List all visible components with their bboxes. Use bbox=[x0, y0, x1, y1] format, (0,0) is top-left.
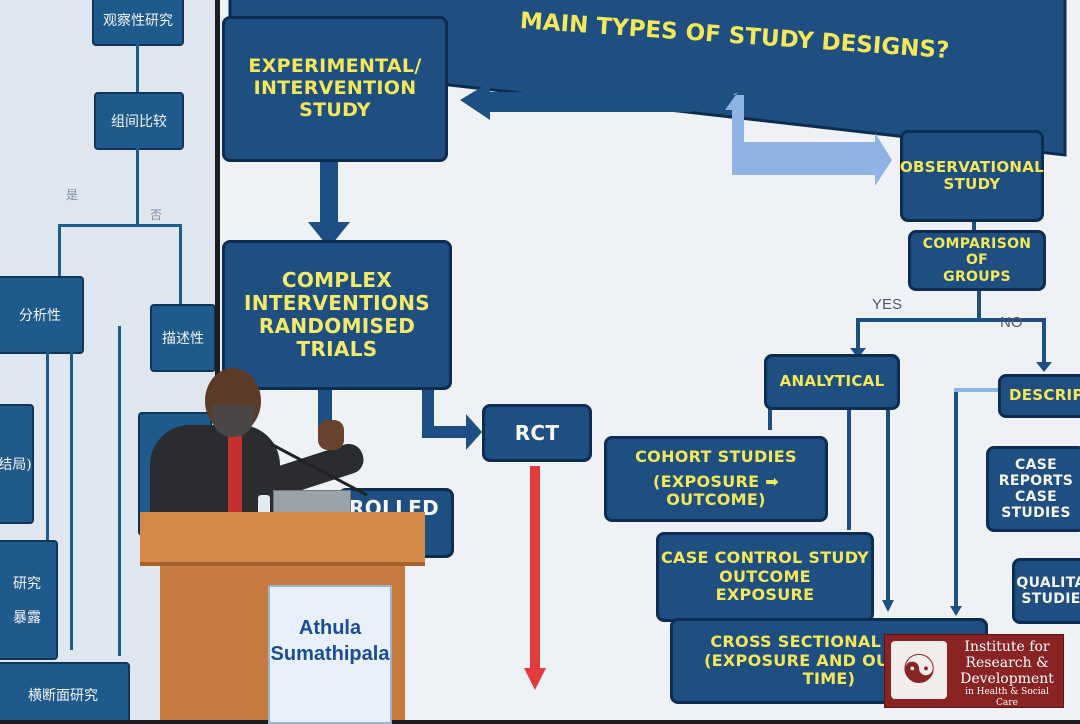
left-box-observational: 观察性研究 bbox=[92, 0, 184, 46]
left-label-no: 否 bbox=[150, 208, 163, 222]
water-bottle bbox=[258, 495, 270, 515]
left-box-outcome: 结局) bbox=[0, 404, 34, 524]
double-arrow bbox=[460, 70, 702, 120]
arrow-to-rct bbox=[422, 385, 482, 450]
left-box-exposure: 研究暴露 bbox=[0, 540, 58, 660]
speaker-hand bbox=[318, 420, 344, 450]
red-arrow-shaft bbox=[530, 466, 540, 671]
box-analytical: ANALYTICAL bbox=[764, 354, 900, 410]
left-connector bbox=[179, 224, 182, 304]
left-connector bbox=[58, 224, 182, 227]
arrow-down-complex bbox=[308, 148, 350, 248]
speaker-beard bbox=[212, 405, 254, 437]
box-cohort-studies: COHORT STUDIES (EXPOSURE ➡ OUTCOME) bbox=[604, 436, 828, 522]
box-descriptive: DESCRIPTIV bbox=[998, 374, 1080, 418]
left-box-descriptive: 描述性 bbox=[150, 304, 215, 372]
left-box-group-compare: 组间比较 bbox=[94, 92, 184, 150]
left-label-yes: 是 bbox=[66, 188, 79, 202]
podium-name-panel: Athula Sumathipala bbox=[268, 585, 392, 724]
left-box-analytical: 分析性 bbox=[0, 276, 84, 354]
left-connector bbox=[46, 350, 49, 540]
left-connector bbox=[136, 146, 139, 226]
head-spiral-icon: ☯ bbox=[891, 641, 947, 699]
speaker-name-first: Athula bbox=[298, 617, 362, 639]
speaker-name-last: Sumathipala bbox=[270, 643, 390, 665]
left-box-cross-sectional: 横断面研究 bbox=[0, 662, 130, 720]
arrow-right-icon: ➡ bbox=[765, 471, 779, 491]
box-rct: RCT bbox=[482, 404, 592, 462]
speaker-lanyard bbox=[228, 430, 242, 515]
institute-logo: ☯ Institute for Research & Development i… bbox=[884, 634, 1064, 708]
left-connector bbox=[118, 326, 121, 656]
label-yes: YES bbox=[872, 296, 903, 313]
podium-top bbox=[140, 512, 425, 566]
left-connector bbox=[58, 224, 61, 276]
logo-text: Institute for Research & Development in … bbox=[960, 639, 1054, 708]
red-arrow-head bbox=[524, 668, 546, 690]
left-connector bbox=[136, 42, 139, 92]
light-arrow bbox=[725, 92, 892, 186]
left-connector bbox=[70, 350, 73, 650]
label-no: NO bbox=[1000, 314, 1023, 331]
